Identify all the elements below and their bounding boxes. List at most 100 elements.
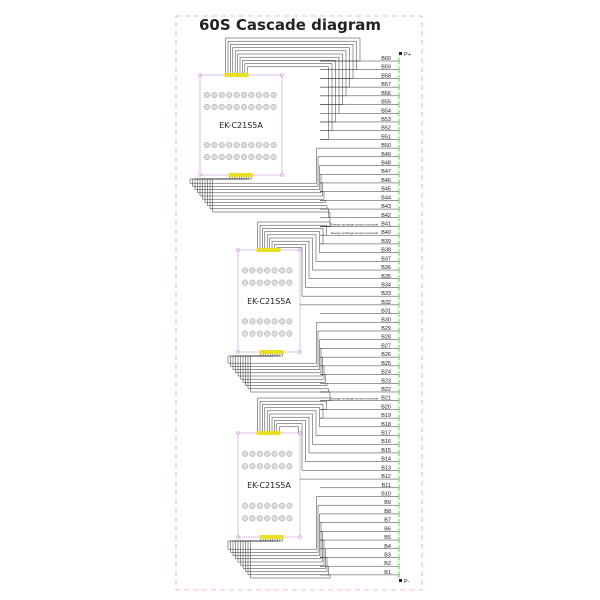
top-connector — [256, 248, 281, 252]
component-icon — [255, 103, 262, 110]
component-icon — [264, 279, 271, 286]
cell-label: B29 — [381, 326, 391, 332]
component-icon — [233, 103, 240, 110]
component-icon — [264, 502, 271, 509]
wire — [207, 175, 328, 210]
component-icon — [241, 502, 248, 509]
cell-label: B46 — [381, 178, 391, 184]
outer-frame — [175, 15, 423, 591]
component-icon — [279, 267, 286, 274]
wire — [257, 221, 331, 250]
component-icon — [271, 463, 278, 470]
component-icon — [240, 91, 247, 98]
component-icon — [286, 463, 293, 470]
component-icon — [286, 515, 293, 522]
component-icon — [256, 318, 263, 325]
component-icon — [264, 267, 271, 274]
component-icon — [218, 103, 225, 110]
energy-exchange-note: Energy exchange common terminal — [331, 231, 379, 235]
bms-board: EK-C21S5A — [236, 431, 302, 539]
component-icon — [233, 141, 240, 148]
wire — [269, 237, 320, 271]
component-icon — [233, 153, 240, 160]
cell-label: B50 — [381, 143, 391, 149]
cell-label: B56 — [381, 91, 391, 97]
cell-label: B4 — [384, 544, 391, 550]
cell-label: B6 — [384, 526, 391, 532]
component-icon — [249, 515, 256, 522]
component-icon — [255, 141, 262, 148]
cell-label: B52 — [381, 126, 391, 132]
component-icon — [203, 103, 210, 110]
wire — [274, 420, 320, 462]
wire — [257, 397, 331, 433]
component-icon — [240, 141, 247, 148]
cell-label: B57 — [381, 82, 391, 88]
mount-hole-icon — [298, 535, 302, 539]
cell-label: B1 — [384, 570, 391, 576]
cell-label: B45 — [381, 187, 391, 193]
cell-label: B48 — [381, 161, 391, 167]
wire — [212, 175, 331, 227]
component-icon — [263, 91, 270, 98]
component-icon — [286, 318, 293, 325]
wire — [278, 426, 320, 480]
component-icon — [271, 279, 278, 286]
component-icon — [241, 463, 248, 470]
component-icon — [270, 153, 277, 160]
component-icon — [286, 330, 293, 337]
cell-label: B42 — [381, 213, 391, 219]
component-icon — [264, 450, 271, 457]
component-icon — [240, 103, 247, 110]
cell-label: B9 — [384, 500, 391, 506]
component-icon — [270, 91, 277, 98]
component-icon — [279, 450, 286, 457]
cell-label: B30 — [381, 317, 391, 323]
cell-label: B38 — [381, 248, 391, 254]
positive-terminal-icon — [399, 52, 402, 55]
cell-label: B51 — [381, 134, 391, 140]
cell-label: B12 — [381, 474, 391, 480]
mount-hole-icon — [198, 73, 202, 77]
component-icon — [263, 153, 270, 160]
diagram-title: 60S Cascade diagram — [199, 16, 381, 34]
component-icon — [271, 502, 278, 509]
bms-board: EK-C21S5A — [198, 73, 284, 177]
cell-label: B24 — [381, 370, 391, 376]
cell-label: B36 — [381, 265, 391, 271]
cell-label: B5 — [384, 535, 391, 541]
cell-label: B39 — [381, 239, 391, 245]
cell-label: B27 — [381, 343, 391, 349]
wire — [242, 537, 326, 569]
cell-label: B7 — [384, 518, 391, 524]
wire — [269, 413, 320, 445]
component-icon — [256, 279, 263, 286]
bottom-connector — [228, 173, 253, 177]
mount-hole-icon — [198, 173, 202, 177]
wire — [264, 407, 320, 433]
top-connector — [256, 431, 281, 435]
top-connector — [224, 73, 249, 77]
mount-hole-icon — [298, 248, 302, 252]
cell-label: B35 — [381, 274, 391, 280]
component-icon — [226, 153, 233, 160]
wire — [271, 240, 320, 279]
component-icon — [248, 91, 255, 98]
component-icon — [249, 330, 256, 337]
cell-label: B40 — [381, 230, 391, 236]
cell-label: B28 — [381, 335, 391, 341]
wire — [230, 44, 354, 79]
component-icon — [249, 450, 256, 457]
wire — [209, 175, 329, 219]
cell-label: B3 — [384, 552, 391, 558]
mount-hole-icon — [280, 73, 284, 77]
cell-label: B26 — [381, 352, 391, 358]
component-icon — [249, 463, 256, 470]
component-icon — [248, 141, 255, 148]
cell-label: B33 — [381, 291, 391, 297]
component-icon — [211, 141, 218, 148]
component-icon — [203, 153, 210, 160]
wires — [189, 37, 361, 579]
